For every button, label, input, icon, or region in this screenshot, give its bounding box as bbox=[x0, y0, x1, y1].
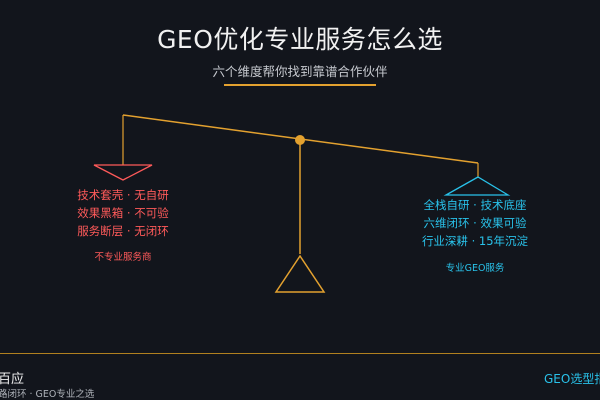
page-subtitle: 六个维度帮你找到靠谱合作伙伴 bbox=[212, 64, 388, 79]
right-pan-list: 全栈自研 · 技术底座 六维闭环 · 效果可验 行业深耕 · 15年沉淀 bbox=[400, 196, 550, 250]
title-underline bbox=[224, 84, 376, 86]
footer-divider bbox=[0, 353, 600, 354]
right-pan-item: 行业深耕 · 15年沉淀 bbox=[421, 234, 529, 248]
left-pan-item: 技术套壳 · 无自研 bbox=[77, 188, 169, 202]
right-pan-item: 全栈自研 · 技术底座 bbox=[423, 198, 527, 212]
page-title: GEO优化专业服务怎么选 bbox=[157, 25, 443, 54]
left-pan-icon bbox=[93, 164, 153, 181]
footer-brand: 百应 bbox=[0, 372, 25, 387]
right-pan-item: 六维闭环 · 效果可验 bbox=[423, 216, 527, 230]
left-pan-item: 服务断层 · 无闭环 bbox=[77, 224, 169, 238]
right-pan-icon bbox=[443, 176, 511, 196]
right-pan-caption: 专业GEO服务 bbox=[445, 263, 505, 274]
footer-tagline: 路闭环 · GEO专业之选 bbox=[0, 389, 95, 400]
left-pan-item: 效果黑箱 · 不可验 bbox=[77, 206, 169, 220]
left-pan-list: 技术套壳 · 无自研 效果黑箱 · 不可验 服务断层 · 无闭环 bbox=[48, 186, 198, 240]
left-pan-caption: 不专业服务商 bbox=[94, 252, 152, 263]
scale-base bbox=[274, 254, 326, 293]
footer-right-label: GEO选型指 bbox=[544, 372, 600, 386]
